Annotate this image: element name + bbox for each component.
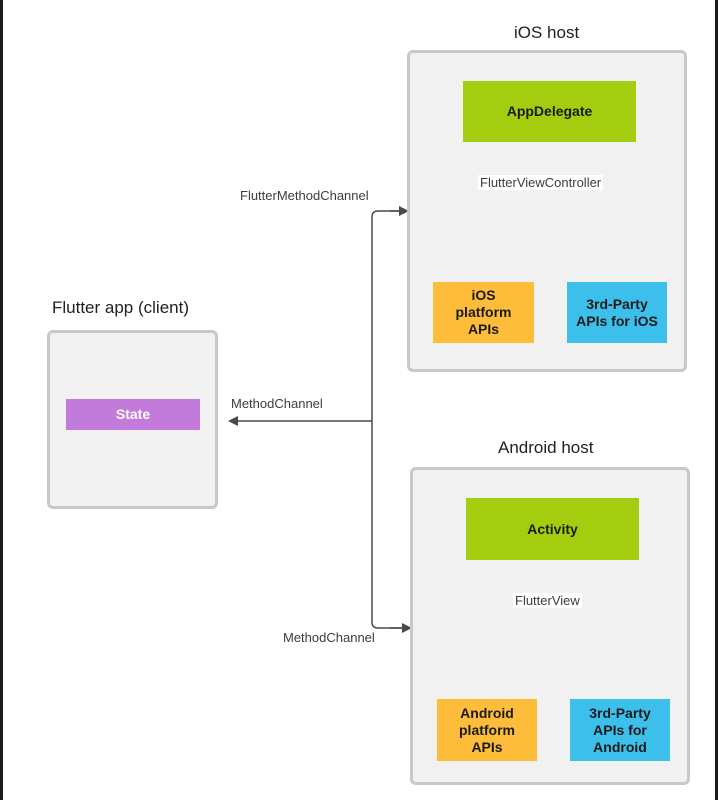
ios-platform-apis-node: iOS platform APIs bbox=[433, 282, 534, 343]
right-frame-border bbox=[715, 0, 718, 800]
app-delegate-node: AppDelegate bbox=[463, 81, 636, 142]
flutter-view-controller-label: FlutterViewController bbox=[478, 175, 604, 190]
android-method-channel-label: MethodChannel bbox=[281, 630, 377, 645]
flutter-method-channel-label: FlutterMethodChannel bbox=[238, 188, 371, 203]
ios-third-party-apis-node: 3rd-Party APIs for iOS bbox=[567, 282, 667, 343]
android-host-title: Android host bbox=[498, 438, 594, 457]
state-node: State bbox=[66, 399, 200, 430]
channel-trunk bbox=[371, 210, 404, 629]
android-platform-apis-node: Android platform APIs bbox=[437, 699, 537, 761]
ios-host-title: iOS host bbox=[514, 23, 580, 42]
left-frame-border bbox=[0, 0, 3, 800]
client-method-channel-label: MethodChannel bbox=[229, 396, 325, 411]
android-third-party-apis-node: 3rd-Party APIs for Android bbox=[570, 699, 670, 761]
activity-node: Activity bbox=[466, 498, 639, 560]
flutter-view-label: FlutterView bbox=[513, 593, 582, 608]
flutter-app-title: Flutter app (client) bbox=[52, 298, 189, 317]
